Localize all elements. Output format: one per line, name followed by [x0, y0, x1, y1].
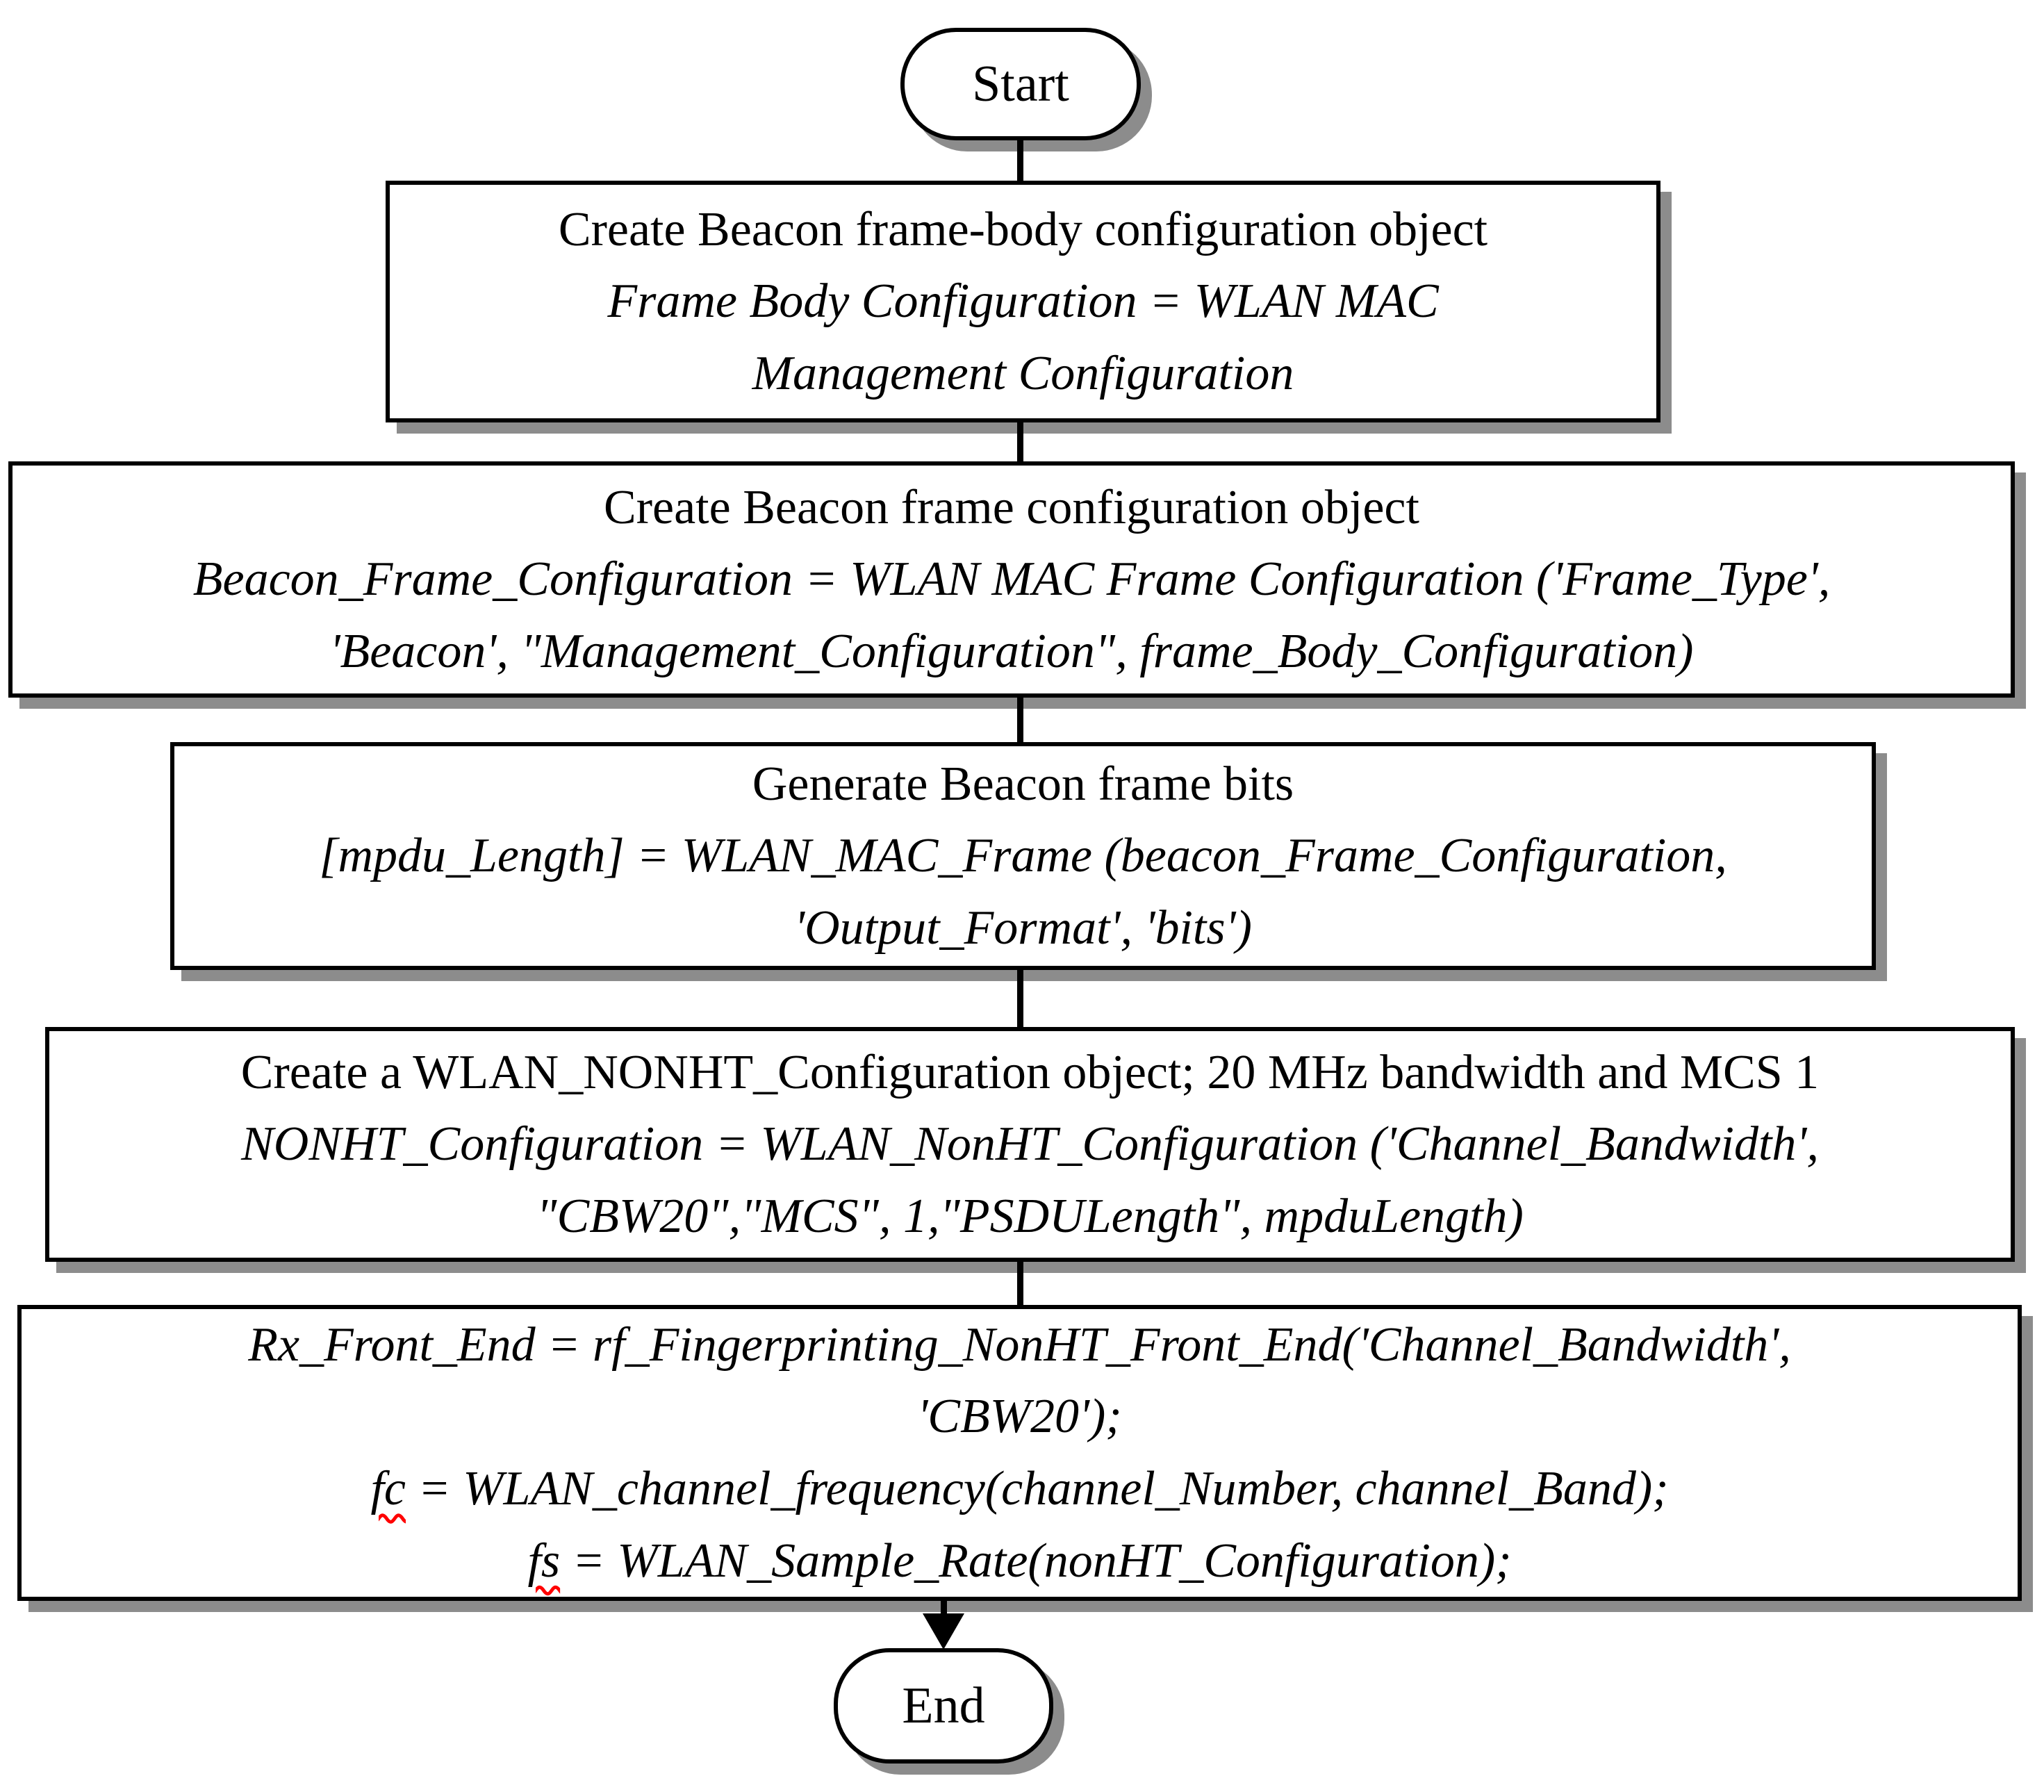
step-line: NONHT_Configuration = WLAN_NonHT_Configu…	[241, 1117, 1819, 1172]
start-node-label: Start	[972, 55, 1069, 113]
flow-connector	[1017, 420, 1023, 464]
process-step-1: Create Beacon frame-body configuration o…	[386, 181, 1660, 422]
flow-connector	[1017, 967, 1023, 1030]
step-line: Create Beacon frame-body configuration o…	[558, 202, 1488, 256]
step-line: [mpdu_Length] = WLAN_MAC_Frame (beacon_F…	[319, 829, 1727, 883]
flow-connector	[1017, 1259, 1023, 1308]
step-line: 'CBW20');	[917, 1390, 1122, 1444]
step-line: Beacon_Frame_Configuration = WLAN MAC Fr…	[192, 552, 1831, 607]
flow-connector	[1017, 695, 1023, 745]
process-step-2: Create Beacon frame configuration object…	[8, 461, 2015, 698]
process-step-3: Generate Beacon frame bits [mpdu_Length] …	[170, 742, 1876, 970]
misspelled-term: fs	[527, 1534, 561, 1588]
step-line: fs = WLAN_Sample_Rate(nonHT_Configuratio…	[527, 1534, 1512, 1588]
step-line: 'Beacon', "Management_Configuration", fr…	[329, 624, 1694, 678]
arrow-down-icon	[923, 1613, 964, 1650]
step-line: Create a WLAN_NONHT_Configuration object…	[240, 1045, 1820, 1099]
start-node: Start	[900, 28, 1141, 140]
process-step-4: Create a WLAN_NONHT_Configuration object…	[45, 1027, 2015, 1262]
end-node: End	[834, 1648, 1053, 1764]
step-line: Create Beacon frame configuration object	[604, 480, 1419, 534]
step-line: "CBW20","MCS", 1,"PSDULength", mpduLengt…	[536, 1189, 1524, 1243]
step-line: 'Output_Format', 'bits')	[794, 901, 1252, 955]
step-line: Frame Body Configuration = WLAN MAC	[607, 274, 1439, 329]
step-line: fc = WLAN_channel_frequency(channel_Numb…	[370, 1462, 1669, 1515]
step-line: Rx_Front_End = rf_Fingerprinting_NonHT_F…	[248, 1317, 1791, 1372]
step-line: Generate Beacon frame bits	[752, 757, 1294, 811]
flow-connector	[941, 1598, 947, 1622]
step-line: Management Configuration	[752, 346, 1294, 400]
misspelled-term: fc	[370, 1462, 406, 1515]
end-node-label: End	[902, 1677, 985, 1734]
process-step-5: Rx_Front_End = rf_Fingerprinting_NonHT_F…	[17, 1305, 2022, 1601]
flow-connector	[1017, 138, 1023, 183]
